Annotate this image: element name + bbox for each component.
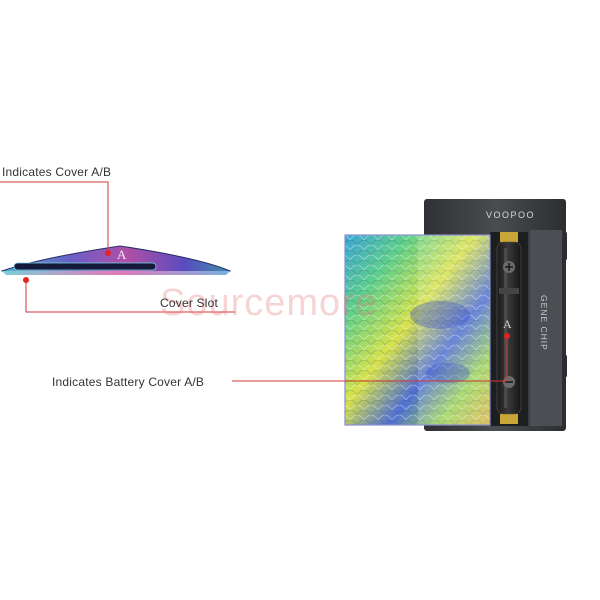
cover-rim (2, 271, 230, 275)
plus-icon-glyph (505, 263, 513, 271)
cover-blue-spot (410, 301, 470, 329)
device-side-panel (530, 230, 562, 426)
callout-line (0, 181, 109, 253)
battery-letter: A (503, 317, 512, 331)
cover-texture (345, 235, 490, 425)
callout-dot (504, 333, 510, 339)
battery (496, 241, 522, 415)
device-button (563, 355, 567, 377)
callout-label-cover-ab: Indicates Cover A/B (2, 165, 112, 179)
watermark: Sourcemore (160, 282, 377, 324)
chip-label: GENE CHIP (539, 295, 549, 351)
cover-slot (13, 262, 157, 271)
callout-dot (105, 250, 111, 256)
cover-sheen (418, 235, 490, 425)
callout-line (25, 280, 235, 313)
callout-cover-slot (25, 280, 235, 313)
battery-band (499, 288, 519, 294)
device-button (563, 232, 567, 260)
battery-contact-top (500, 232, 518, 242)
callout-dot (23, 277, 29, 283)
cover-blue-spot (426, 363, 470, 383)
callout-label-battery-cover-ab: Indicates Battery Cover A/B (52, 375, 205, 389)
callout-line (232, 336, 508, 382)
cover-letter: A (117, 247, 127, 262)
brand-logo: VOOPOO (486, 210, 535, 220)
vape-device: VOOPOO GENE CHIP A (344, 199, 567, 431)
callout-label-cover-slot: Cover Slot (160, 296, 219, 310)
battery-contact-bottom (500, 414, 518, 424)
cover-frame (344, 234, 491, 426)
battery-cover-top-view: A (0, 245, 232, 275)
callout-cover-ab (0, 181, 109, 253)
callout-battery-ab (232, 336, 508, 382)
